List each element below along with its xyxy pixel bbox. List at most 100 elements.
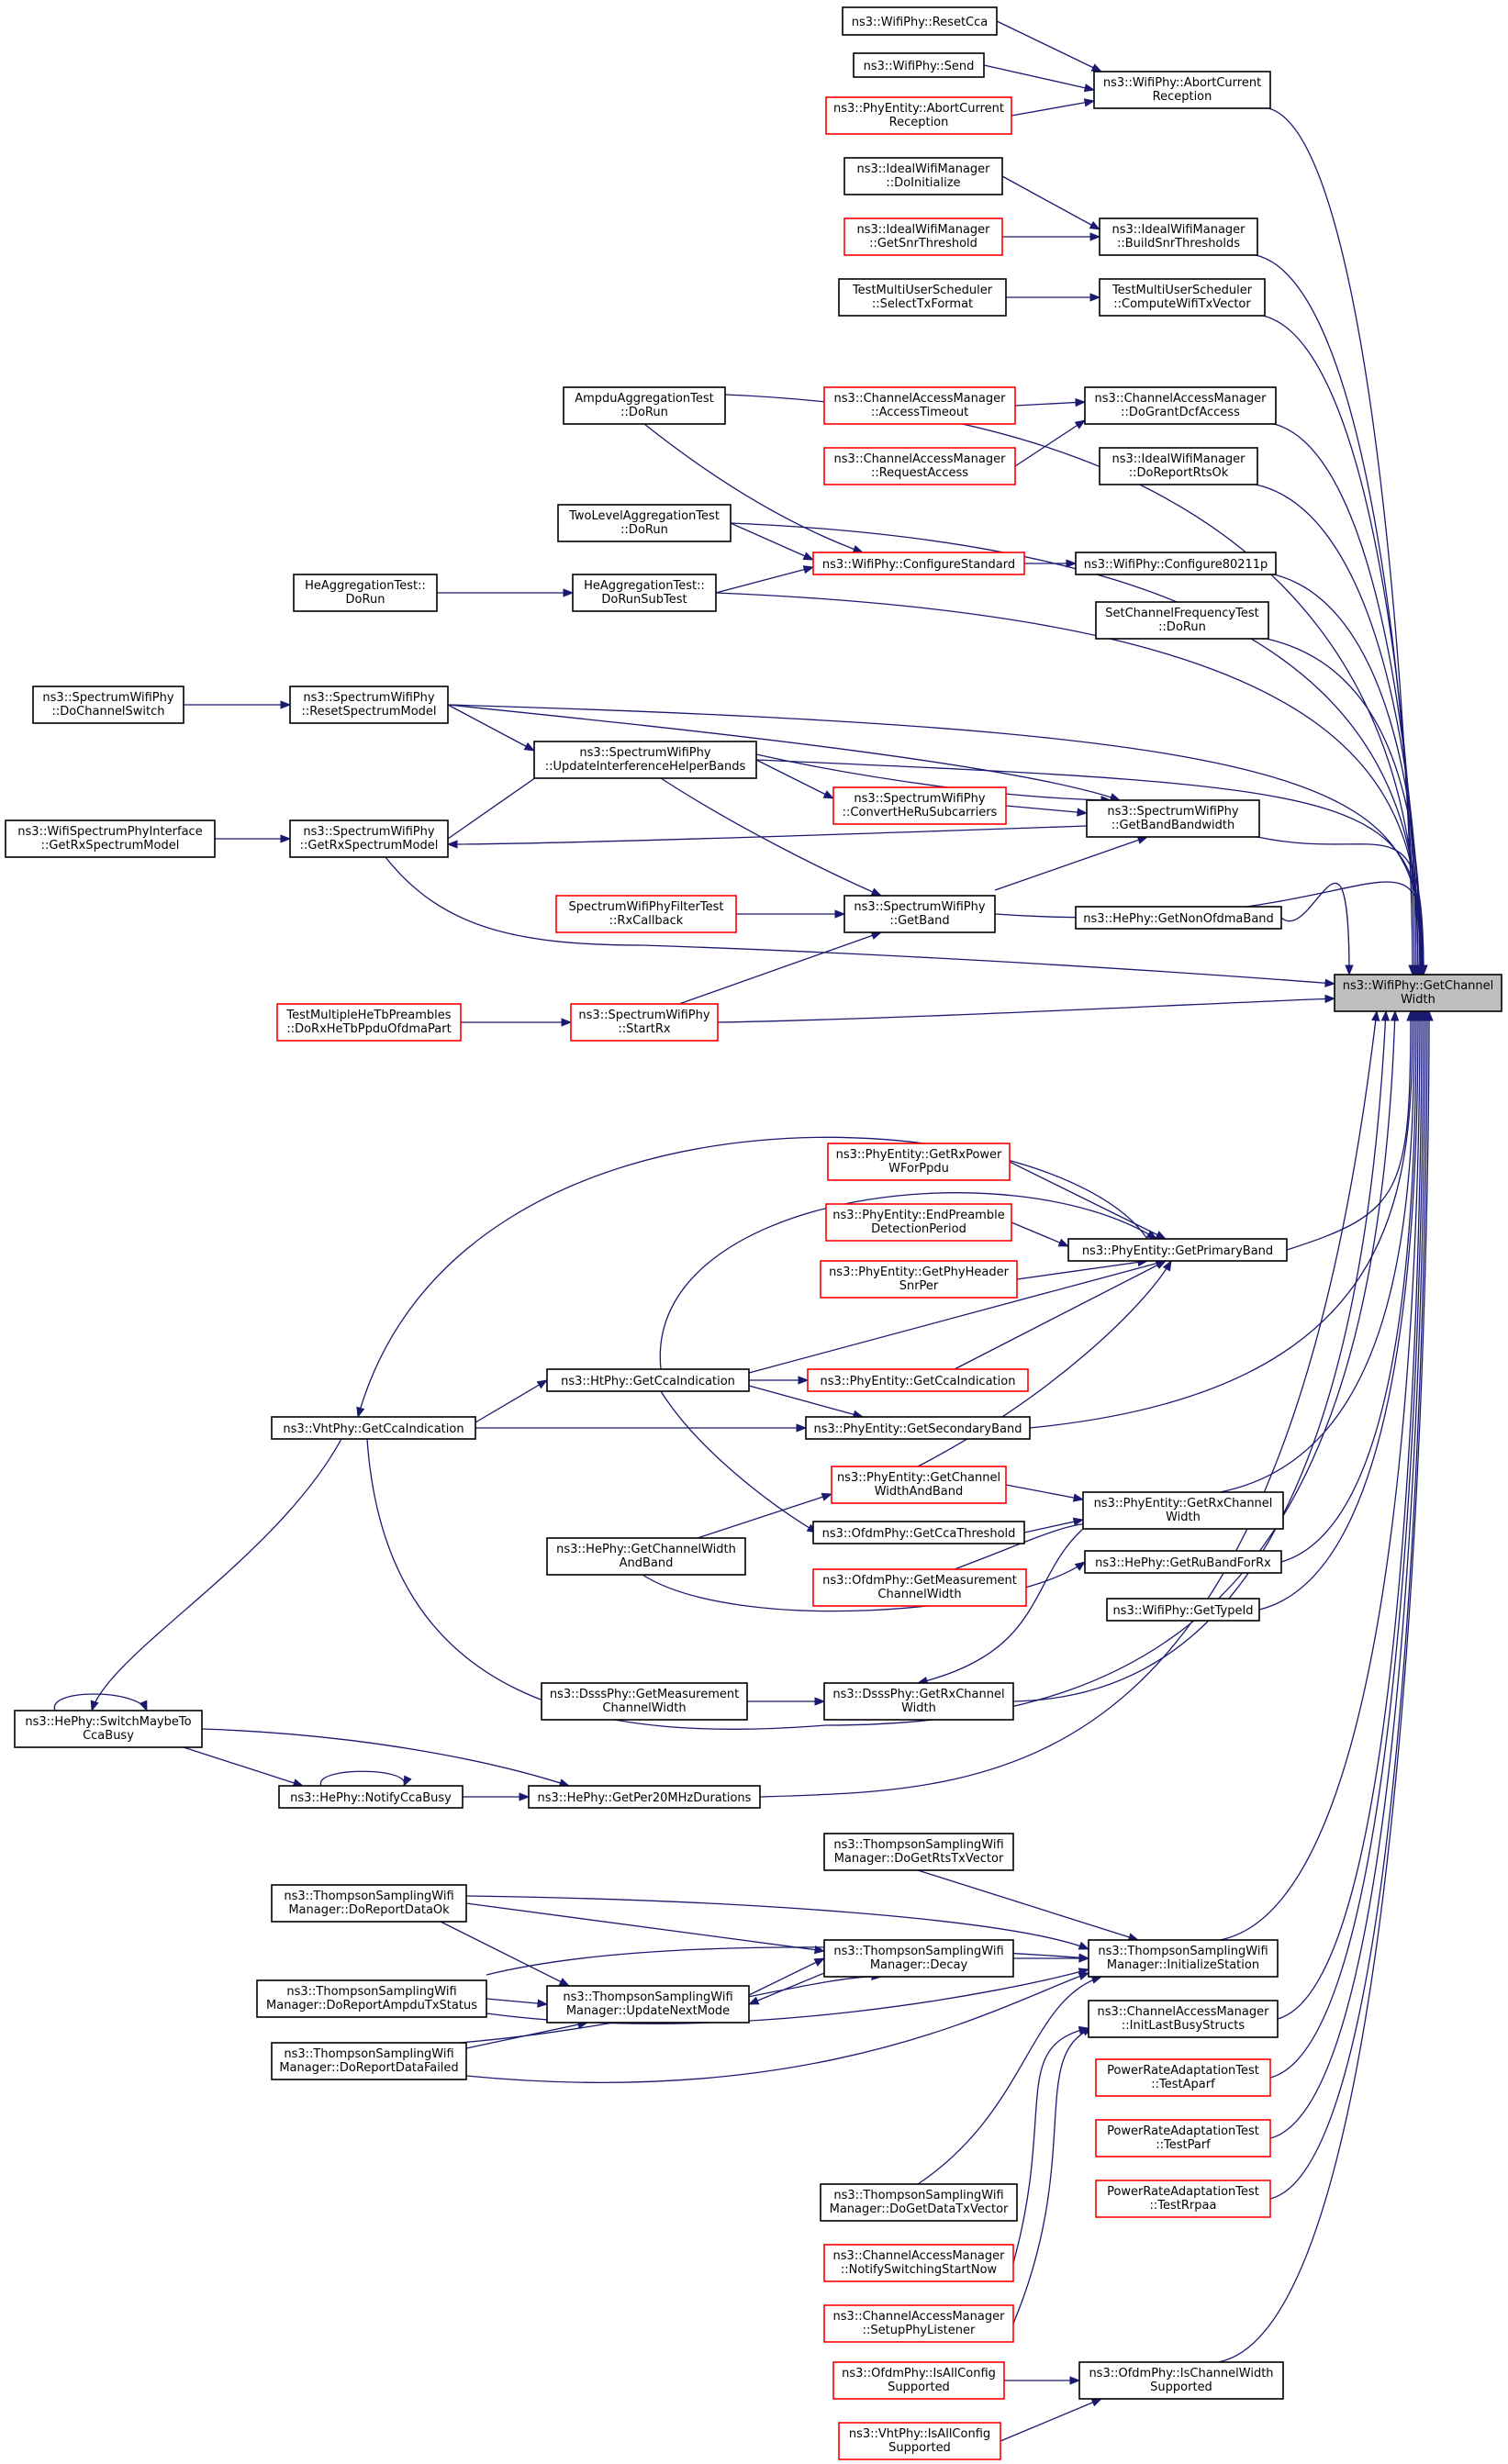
- node-label: ::ResetSpectrumModel: [301, 705, 436, 719]
- edge-heagg-cs-10: [715, 565, 815, 594]
- node-label: Reception: [889, 116, 949, 129]
- node-label: ns3::OfdmPhy::IsAllConfig: [842, 2367, 996, 2380]
- node-label: Manager::DoGetDataTxVector: [830, 2202, 1009, 2216]
- graph-node-PEGetCcaIndication[interactable]: ns3::PhyEntity::GetCcaIndication: [807, 1368, 1029, 1392]
- graph-node-WPConfigureStandard[interactable]: ns3::WifiPhy::ConfigureStandard: [812, 552, 1025, 575]
- node-box: [823, 1939, 1014, 1978]
- graph-node-WPGetChannelWidth[interactable]: ns3::WifiPhy::GetChannelWidth: [1334, 974, 1502, 1012]
- graph-node-ResetCca[interactable]: ns3::WifiPhy::ResetCca: [842, 6, 998, 36]
- graph-node-SWPDoChannelSwitch[interactable]: ns3::SpectrumWifiPhy::DoChannelSwitch: [32, 686, 184, 724]
- graph-node-SWPGetBand[interactable]: ns3::SpectrumWifiPhy::GetBand: [843, 895, 996, 933]
- graph-node-WSPIGetRxSpectrumModel[interactable]: ns3::WifiSpectrumPhyInterface::GetRxSpec…: [5, 819, 216, 858]
- graph-node-HePhyGetRuBandForRx[interactable]: ns3::HePhy::GetRuBandForRx: [1084, 1550, 1282, 1574]
- graph-node-Send[interactable]: ns3::WifiPhy::Send: [853, 52, 985, 78]
- node-label: ns3::WifiPhy::GetChannel: [1343, 979, 1494, 993]
- node-label: ns3::ThompsonSamplingWifi: [833, 1838, 1003, 1852]
- graph-node-SWPGetBandBandwidth[interactable]: ns3::SpectrumWifiPhy::GetBandBandwidth: [1086, 799, 1260, 838]
- graph-node-TMUSSelectTxFormat[interactable]: TestMultiUserScheduler::SelectTxFormat: [838, 278, 1007, 317]
- graph-node-CAMDoGrantDcfAccess[interactable]: ns3::ChannelAccessManager::DoGrantDcfAcc…: [1084, 386, 1277, 425]
- graph-node-CAMAccessTimeout[interactable]: ns3::ChannelAccessManager::AccessTimeout: [823, 386, 1016, 425]
- graph-node-IWMGetSnrThreshold[interactable]: ns3::IdealWifiManager::GetSnrThreshold: [843, 217, 1003, 256]
- graph-node-PRATTestRrpaa[interactable]: PowerRateAdaptationTest::TestRrpaa: [1095, 2180, 1271, 2218]
- node-box: [843, 217, 1003, 256]
- node-label: WidthAndBand: [875, 1485, 964, 1499]
- graph-node-TMHTPDoRxHeTbPpduOfdmaPart[interactable]: TestMultipleHeTbPreambles::DoRxHeTbPpduO…: [276, 1003, 462, 1042]
- graph-node-IWMBuildSnrThresholds[interactable]: ns3::IdealWifiManager::BuildSnrThreshold…: [1099, 217, 1258, 256]
- node-label: ns3::HtPhy::GetCcaIndication: [561, 1375, 735, 1388]
- graph-node-SWPConvertHeRuSubcarriers[interactable]: ns3::SpectrumWifiPhy::ConvertHeRuSubcarr…: [832, 786, 1007, 825]
- graph-node-TwoLevelAggregationTest[interactable]: TwoLevelAggregationTest::DoRun: [557, 504, 732, 542]
- graph-node-HePhyGetPer20MHzDurations[interactable]: ns3::HePhy::GetPer20MHzDurations: [528, 1785, 761, 1809]
- graph-node-PEGetPrimaryBand[interactable]: ns3::PhyEntity::GetPrimaryBand: [1067, 1238, 1288, 1262]
- node-label: ns3::IdealWifiManager: [856, 223, 990, 237]
- node-box: [1095, 2180, 1271, 2218]
- graph-node-WPConfigure80211p[interactable]: ns3::WifiPhy::Configure80211p: [1075, 552, 1277, 575]
- edge-cam-access-6: [1014, 397, 1087, 407]
- node-label: Width: [901, 1701, 936, 1715]
- graph-node-SWPStartRx[interactable]: ns3::SpectrumWifiPhy::StartRx: [570, 1003, 719, 1042]
- edge-update-decay-91: [748, 1957, 826, 1996]
- graph-node-CAMInitLastBusyStructs[interactable]: ns3::ChannelAccessManager::InitLastBusyS…: [1088, 2000, 1279, 2038]
- graph-node-HePhyGetNonOfdmaBand[interactable]: ns3::HePhy::GetNonOfdmaBand: [1075, 906, 1282, 930]
- graph-node-SWPGetRxSpectrumModel[interactable]: ns3::SpectrumWifiPhy::GetRxSpectrumModel: [289, 819, 449, 858]
- graph-node-SWPUpdateInterferenceHelperBands[interactable]: ns3::SpectrumWifiPhy::UpdateInterference…: [533, 741, 757, 779]
- graph-node-TSWMInitializeStation[interactable]: ns3::ThompsonSamplingWifiManager::Initia…: [1088, 1939, 1279, 1978]
- graph-node-TSWMDoGetRtsTxVector[interactable]: ns3::ThompsonSamplingWifiManager::DoGetR…: [823, 1833, 1014, 1871]
- graph-node-VhtPhyGetCcaIndication[interactable]: ns3::VhtPhy::GetCcaIndication: [271, 1416, 476, 1440]
- node-box: [820, 2183, 1018, 2222]
- node-label: ns3::IdealWifiManager: [1111, 452, 1245, 466]
- graph-node-SetChannelFrequencyTest[interactable]: SetChannelFrequencyTest::DoRun: [1095, 601, 1269, 640]
- graph-node-PRATTestAparf[interactable]: PowerRateAdaptationTest::TestAparf: [1095, 2058, 1271, 2097]
- node-label: ::AccessTimeout: [871, 406, 968, 419]
- graph-node-SWPFilterTestRxCallback[interactable]: SpectrumWifiPhyFilterTest::RxCallback: [555, 895, 737, 933]
- node-label: Manager::DoGetRtsTxVector: [834, 1852, 1004, 1866]
- node-box: [820, 1260, 1018, 1299]
- graph-node-HeAggDoRunSubTest[interactable]: HeAggregationTest::DoRunSubTest: [572, 574, 717, 612]
- node-box: [1095, 601, 1269, 640]
- graph-node-IWMDoInitialize[interactable]: ns3::IdealWifiManager::DoInitialize: [843, 157, 1003, 195]
- graph-node-WPGetTypeId[interactable]: ns3::WifiPhy::GetTypeId: [1106, 1598, 1260, 1622]
- graph-node-CAMSetupPhyListener[interactable]: ns3::ChannelAccessManager::SetupPhyListe…: [823, 2304, 1014, 2343]
- graph-node-CAMRequestAccess[interactable]: ns3::ChannelAccessManager::RequestAccess: [823, 447, 1016, 485]
- graph-node-PEGetSecondaryBand[interactable]: ns3::PhyEntity::GetSecondaryBand: [805, 1416, 1031, 1440]
- graph-node-AmpduAggregationTest[interactable]: AmpduAggregationTest::DoRun: [563, 386, 726, 425]
- node-label: ::NotifySwitchingStartNow: [841, 2263, 998, 2277]
- graph-node-TSWMDoReportDataOk[interactable]: ns3::ThompsonSamplingWifiManager::DoRepo…: [271, 1884, 467, 1923]
- graph-node-TSWMDoReportDataFailed[interactable]: ns3::ThompsonSamplingWifiManager::DoRepo…: [271, 2042, 467, 2080]
- graph-node-TSWMDoGetDataTxVector[interactable]: ns3::ThompsonSamplingWifiManager::DoGetD…: [820, 2183, 1018, 2222]
- node-box: [555, 895, 737, 933]
- node-label: ns3::IdealWifiManager: [1111, 223, 1245, 237]
- graph-node-HeAggDoRun[interactable]: HeAggregationTest::DoRun: [293, 574, 438, 612]
- graph-node-HtPhyGetCcaIndication[interactable]: ns3::HtPhy::GetCcaIndication: [546, 1368, 750, 1392]
- graph-node-PEEndPreambleDetectionPeriod[interactable]: ns3::PhyEntity::EndPreambleDetectionPeri…: [825, 1203, 1012, 1242]
- graph-node-HePhyNotifyCcaBusy[interactable]: ns3::HePhy::NotifyCcaBusy: [278, 1785, 464, 1809]
- graph-node-TMUSComputeWifiTxVector[interactable]: TestMultiUserScheduler::ComputeWifiTxVec…: [1099, 278, 1266, 317]
- graph-node-TSWMUpdateNextMode[interactable]: ns3::ThompsonSamplingWifiManager::Update…: [546, 1985, 750, 2024]
- edge-rxpower-44: [1009, 1161, 1167, 1240]
- node-box: [842, 6, 998, 36]
- graph-node-IWMDoReportRtsOk[interactable]: ns3::IdealWifiManager::DoReportRtsOk: [1099, 447, 1258, 485]
- node-label: ns3::ChannelAccessManager: [834, 392, 1007, 406]
- graph-node-OfdmPhyGetCcaThreshold[interactable]: ns3::OfdmPhy::GetCcaThreshold: [812, 1521, 1025, 1544]
- graph-node-TSWMDoReportAmpduTxStatus[interactable]: ns3::ThompsonSamplingWifiManager::DoRepo…: [256, 1979, 487, 2018]
- edge-from-focus-bottom-77: [1258, 1009, 1423, 1611]
- graph-node-PRATTestParf[interactable]: PowerRateAdaptationTest::TestParf: [1095, 2119, 1271, 2157]
- graph-node-CAMNotifySwitchingStartNow[interactable]: ns3::ChannelAccessManager::NotifySwitchi…: [823, 2244, 1014, 2282]
- graph-node-SWPResetSpectrumModel[interactable]: ns3::SpectrumWifiPhy::ResetSpectrumModel: [289, 686, 449, 724]
- node-label: Supported: [888, 2441, 951, 2455]
